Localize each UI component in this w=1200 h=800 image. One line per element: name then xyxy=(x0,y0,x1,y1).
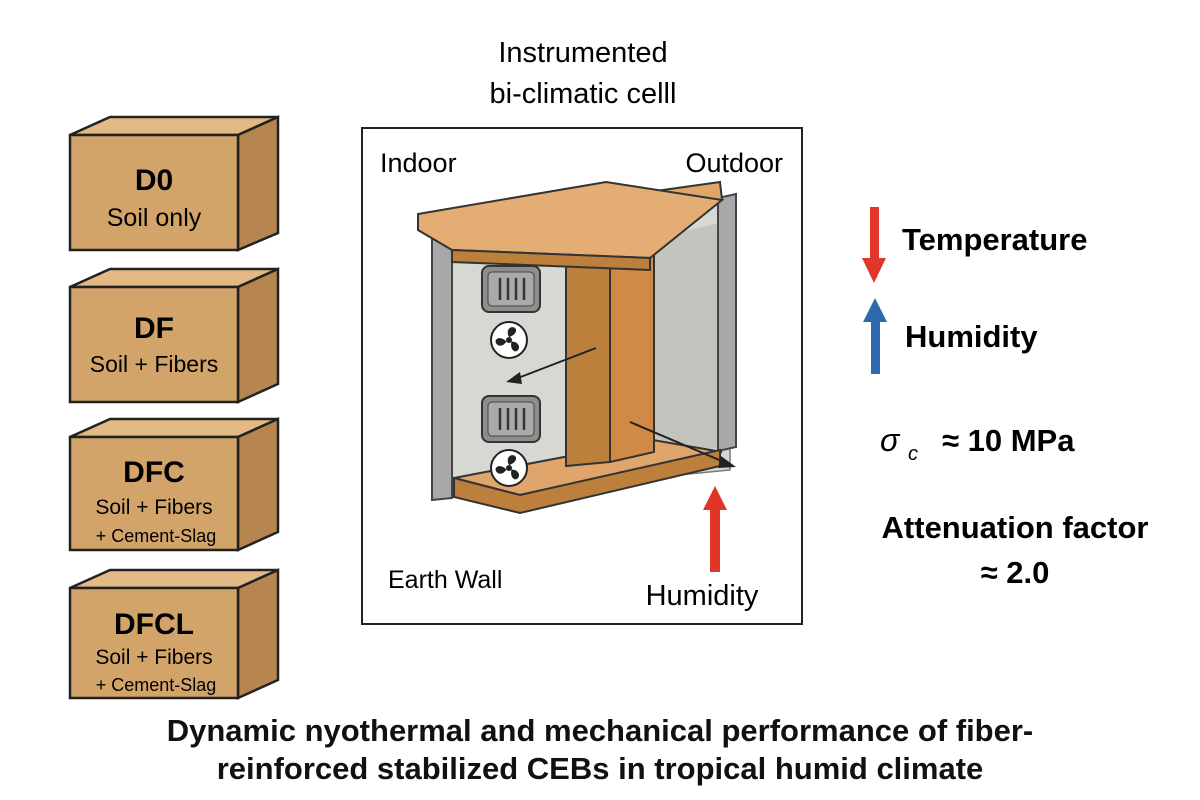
sample-code: DFC xyxy=(123,456,185,489)
block-side-face xyxy=(236,267,280,404)
sample-block-dfc: DFC Soil + Fibers + Cement-Slag xyxy=(68,417,280,552)
sample-composition-line1: Soil + Fibers xyxy=(90,351,218,377)
sample-block-dfcl: DFCL Soil + Fibers + Cement-Slag xyxy=(68,568,280,700)
compressive-strength-value: ≈ 10 MPa xyxy=(942,423,1075,458)
roof-slab-front xyxy=(451,248,651,272)
results-panel: Temperature Humidity σ c ≈ 10 MPa Attenu… xyxy=(862,207,1148,590)
outdoor-label: Outdoor xyxy=(685,148,783,178)
sigma-subscript: c xyxy=(908,443,918,465)
heat-flow-arrowhead xyxy=(506,372,522,384)
humidity-up-arrow-icon xyxy=(863,298,887,322)
block-side-face xyxy=(236,568,280,700)
temperature-label: Temperature xyxy=(902,222,1088,257)
figure-title-line2: reinforced stabilized CEBs in tropical h… xyxy=(216,751,984,786)
humidity-arrow-head xyxy=(703,486,727,510)
outdoor-chamber-shade xyxy=(650,222,722,452)
sample-composition-line1: Soil + Fibers xyxy=(95,646,212,669)
fan-icon xyxy=(490,321,528,359)
heat-flow-arrow-indoor xyxy=(517,347,597,379)
sensor-box-icon xyxy=(480,394,542,444)
indoor-side-panel xyxy=(431,223,453,502)
cell-frame: Indoor Outdoor Earth Wall xyxy=(361,127,803,625)
attenuation-factor-value: ≈ 2.0 xyxy=(981,555,1050,590)
outdoor-side-panel xyxy=(717,192,737,453)
temperature-down-arrow-icon xyxy=(862,258,886,283)
sample-composition-line1: Soil only xyxy=(107,204,202,232)
humidity-arrow-shaft xyxy=(710,508,720,572)
sample-block-df: DF Soil + Fibers xyxy=(68,267,280,404)
sample-block-d0: D0 Soil only xyxy=(68,115,280,252)
sigma-symbol: σ xyxy=(880,422,901,458)
heat-flow-arrow-outdoor xyxy=(629,421,725,463)
sample-composition-line2: + Cement-Slag xyxy=(96,526,217,546)
fan-icon xyxy=(490,449,528,487)
sample-composition-line1: Soil + Fibers xyxy=(95,496,212,519)
cell-title-line1: Instrumented xyxy=(498,37,667,69)
humidity-label-results: Humidity xyxy=(905,319,1038,354)
block-side-face xyxy=(236,417,280,552)
block-front-face xyxy=(68,586,240,700)
sample-composition-line2: + Cement-Slag xyxy=(96,675,217,695)
cell-title-line2: bi-climatic celll xyxy=(490,78,677,110)
attenuation-factor-label: Attenuation factor xyxy=(882,510,1149,545)
sample-code: D0 xyxy=(135,164,173,197)
sample-code: DF xyxy=(134,312,174,345)
sample-code: DFCL xyxy=(114,608,194,641)
figure-title-line1: Dynamic nyothermal and mechanical perfor… xyxy=(166,713,1034,748)
humidity-up-arrow-shaft xyxy=(871,320,880,374)
block-front-face xyxy=(68,133,240,252)
earth-wall-label: Earth Wall xyxy=(388,566,502,594)
humidity-label-cell: Humidity xyxy=(646,580,759,612)
block-front-face xyxy=(68,285,240,404)
indoor-label: Indoor xyxy=(380,148,457,178)
temperature-down-arrow-shaft xyxy=(870,207,879,261)
figure-title: Dynamic nyothermal and mechanical perfor… xyxy=(40,712,1160,788)
heat-flow-arrowhead xyxy=(718,456,736,468)
block-side-face xyxy=(236,115,280,252)
block-front-face xyxy=(68,435,240,552)
sensor-box-icon xyxy=(480,264,542,314)
